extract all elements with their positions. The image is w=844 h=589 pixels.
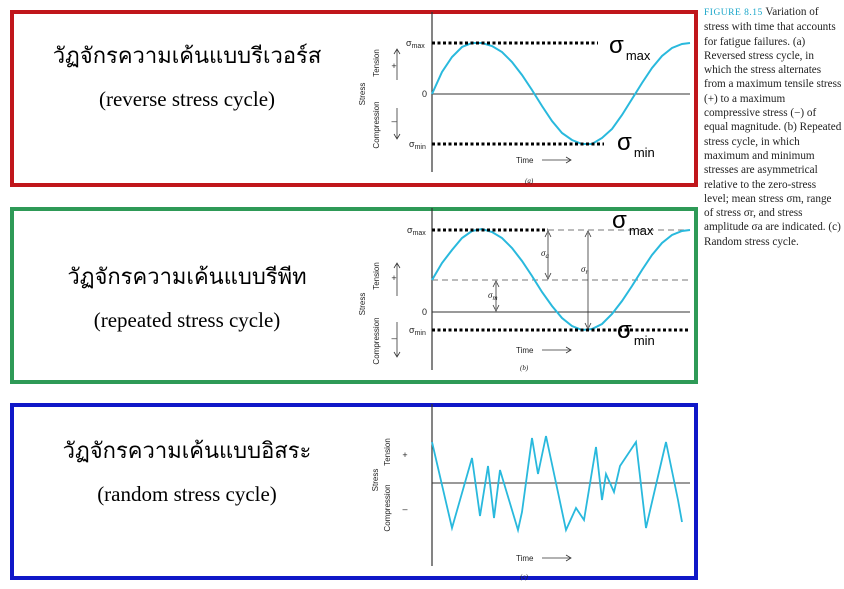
tension-label: Tension [372,262,381,290]
title-english: (random stress cycle) [97,482,277,506]
time-label: Time [516,346,534,355]
sigma-max-label: σmax [407,225,426,237]
reversed-cycle-curve [431,42,691,145]
minus-label: – [391,116,396,126]
title-english: (reverse stress cycle) [98,87,276,111]
stress-label: Stress [358,83,367,106]
tension-label: Tension [383,438,392,466]
panel-reverse: วัฏจักรความเค้นแบบรีเวอร์ส (reverse stre… [10,10,698,187]
title-english: (repeated stress cycle) [93,308,281,332]
panel-random: วัฏจักรความเค้นแบบอิสระ (random stress c… [10,403,698,580]
time-label: Time [516,554,534,563]
zero-label: 0 [422,89,427,99]
plus-label: + [391,273,396,283]
caption-text: Variation of stress with time that accou… [704,6,842,248]
panel-repeated: วัฏจักรความเค้นแบบรีพีท (repeated stress… [10,207,698,384]
repeated-cycle-curve [431,227,691,332]
compression-label: Compression [372,317,381,364]
figure-caption: FIGURE 8.15 Variation of stress with tim… [704,5,842,249]
graph-repeated: σa σr σm σmax σmin 0 Tension Compression… [358,207,691,372]
graph-random: Tension Compression Stress + – Time (c) [371,404,690,581]
figure-number: FIGURE 8.15 [704,8,763,18]
panel-random-label: วัฏจักรความเค้นแบบอิสระ (random stress c… [22,433,352,507]
tension-label: Tension [372,49,381,77]
title-thai: วัฏจักรความเค้นแบบรีเวอร์ส [52,44,322,69]
plus-label: + [391,61,396,71]
time-label: Time [516,156,534,165]
zero-label: 0 [422,307,427,317]
tag-b: (b) [520,364,529,372]
title-thai: วัฏจักรความเค้นแบบรีพีท [67,265,307,290]
compression-label: Compression [372,101,381,148]
graph-reverse: σmax σmin 0 Tension Compression Stress +… [358,12,691,185]
plus-label: + [402,450,407,460]
minus-label: – [391,333,396,343]
sigma-min-label: σmin [409,325,426,337]
title-thai: วัฏจักรความเค้นแบบอิสระ [62,439,312,464]
sigma-a-label: σa [541,248,549,260]
minus-label: – [402,504,407,514]
panel-repeated-label: วัฏจักรความเค้นแบบรีพีท (repeated stress… [22,259,352,333]
stress-label: Stress [358,293,367,316]
tag-c: (c) [520,573,528,581]
sigma-max-label: σmax [406,38,425,50]
sigma-m-label: σm [488,290,498,302]
stress-label: Stress [371,469,380,492]
random-cycle-curve [431,435,683,534]
sigma-r-label: σr [581,264,588,276]
tag-a: (a) [525,177,534,185]
panel-reverse-label: วัฏจักรความเค้นแบบรีเวอร์ส (reverse stre… [22,38,352,112]
sigma-min-label: σmin [409,139,426,151]
compression-label: Compression [383,484,392,531]
